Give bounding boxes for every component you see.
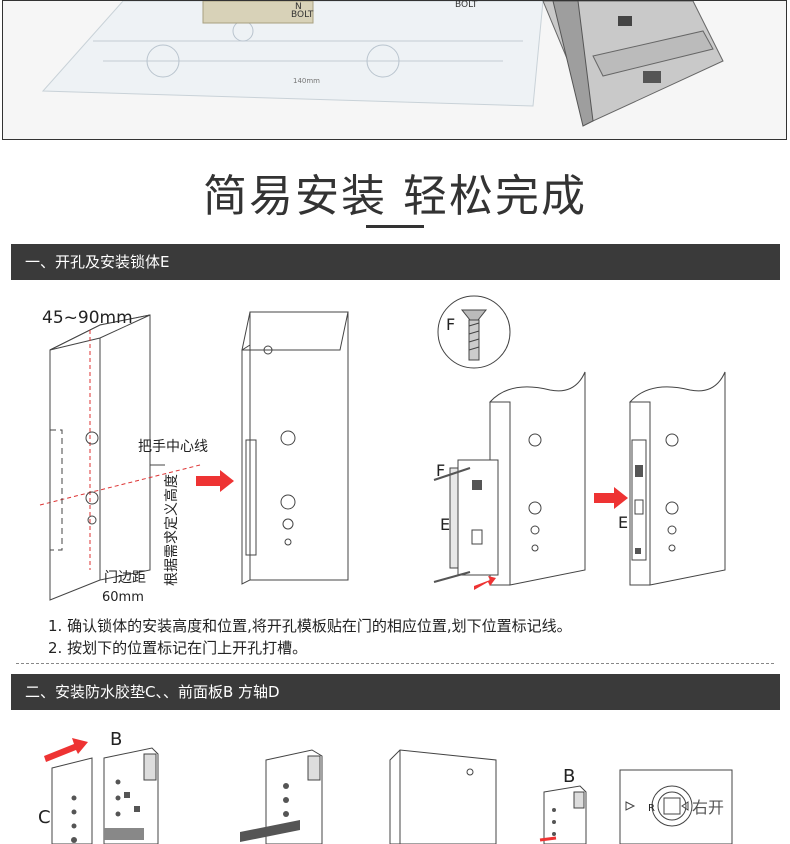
arrow-diagonal-icon [44,738,88,762]
door-with-lock [433,371,586,590]
photo-paper-text-1: BOLT [291,10,314,20]
gasket-c [51,757,93,844]
gasket-c-label: C [38,807,51,828]
front-panel-b [103,747,159,844]
arrow-right-icon [196,470,234,492]
screw-icon [437,295,511,369]
panel-b-label-2: B [563,766,575,787]
door-edge-label: 门边距 [104,570,146,586]
panel-with-spindle [240,749,323,844]
photo-paper-text-4: 140mm [293,77,320,85]
photo-paper-text-2: BOLT [455,1,478,10]
product-photo: BOLT BOLT N 140mm [2,0,787,140]
section-header-1: 一、开孔及安装锁体E [11,244,780,280]
front-panel-b-2 [539,785,587,844]
step-2-text: 2. 按划下的位置标记在门上开孔打槽。 [48,639,308,657]
door-lock-installed [629,371,726,586]
arrow-right-icon-2 [594,487,628,509]
photo-paper-text-3: N [295,2,302,12]
door-drilled [241,311,349,585]
r-mark: R [648,803,655,814]
dashed-divider [16,663,774,664]
install-diagram-1: 45~90mm 把手中心线 根据需求定义高度 门边距 60mm F [39,295,726,605]
section-header-2: 二、安装防水胶垫C、、前面板B 方轴D [11,674,780,710]
height-note-label: 根据需求定义高度 [163,474,180,586]
handle-center-label: 把手中心线 [138,439,208,455]
right-open-label: 右开 [692,798,724,817]
lock-label: E [440,515,450,534]
title-underline [366,225,424,228]
lock-label-2: E [618,513,628,532]
page-title: 简易安装 轻松完成 [203,171,587,222]
right-open-box [619,769,733,844]
thickness-label: 45~90mm [42,308,133,328]
panel-b-label: B [110,729,122,750]
install-diagram-2: B C B [38,729,733,844]
screw-label: F [446,315,455,334]
screw-label-2: F [436,461,445,480]
door-section-2 [389,749,497,844]
door-with-template [39,314,201,601]
door-edge-value: 60mm [102,590,144,605]
photo-illustration: BOLT BOLT N 140mm [3,1,786,139]
step-1-text: 1. 确认锁体的安装高度和位置,将开孔模板贴在门的相应位置,划下位置标记线。 [48,617,572,635]
